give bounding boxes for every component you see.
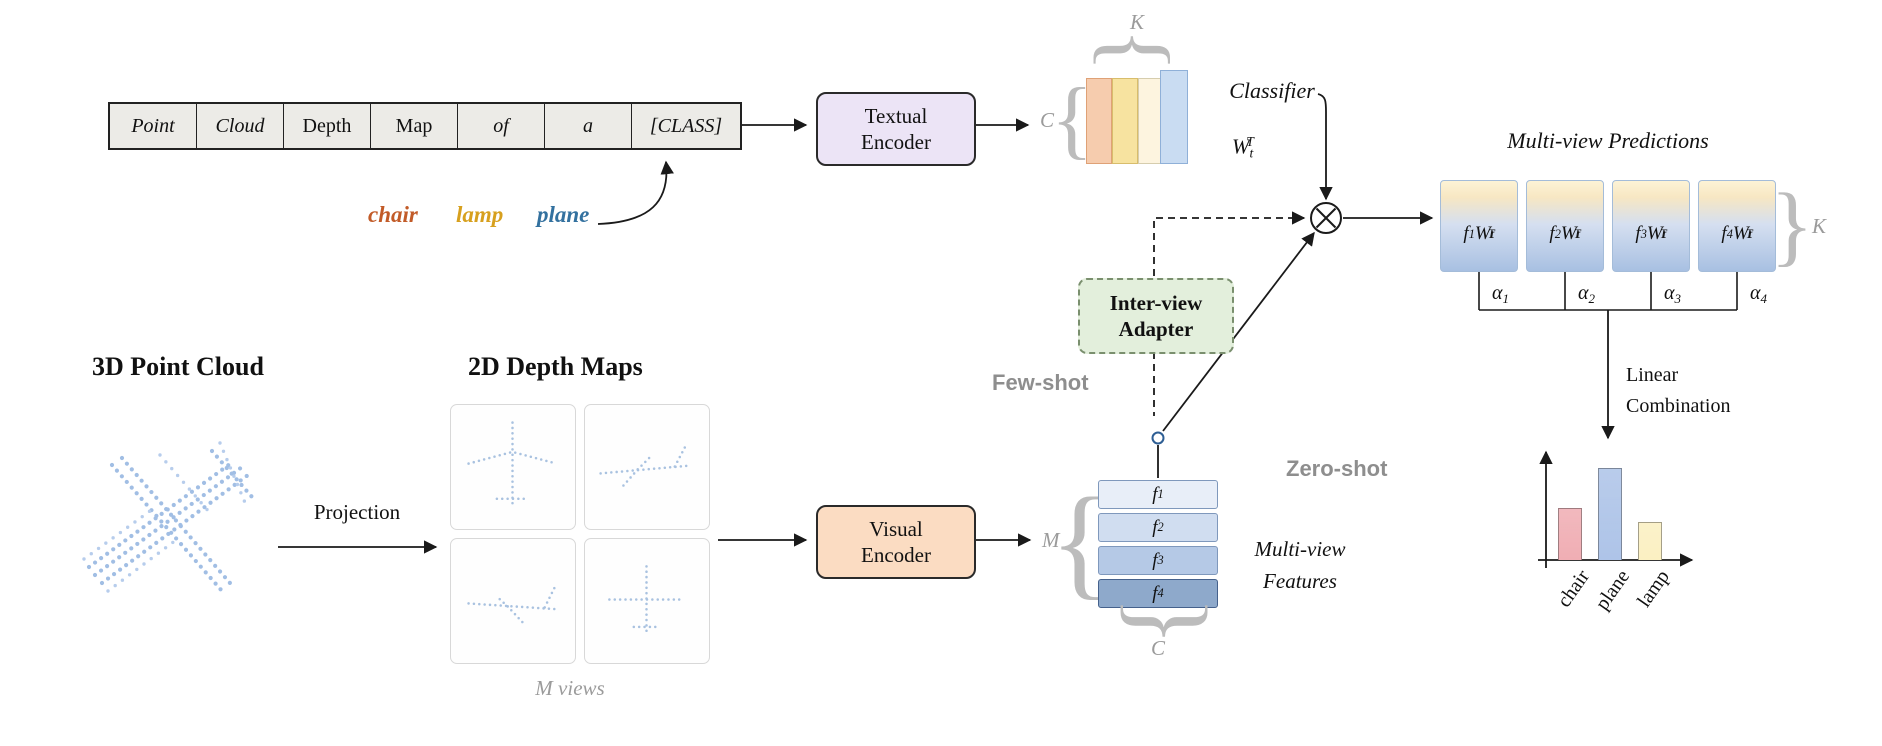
depth-map-cell: [450, 404, 576, 530]
arrow-adapter-to-product-dashed: [1153, 211, 1306, 276]
depth-map-cell: [584, 538, 710, 664]
prompt-token-cell: a: [545, 104, 632, 148]
alpha-weight-label: α4: [1750, 282, 1767, 306]
depth-map-plane-top-view-icon: [467, 421, 558, 508]
arrow-classword-to-class-slot: [597, 160, 674, 225]
classifier-weights-label: WtT: [1232, 134, 1254, 161]
text-feature-bar: [1086, 78, 1112, 164]
result-bar-lamp: [1638, 522, 1662, 560]
alpha-combination-lines: [1478, 272, 1738, 311]
projection-label: Projection: [313, 500, 401, 524]
depth-map-plane-top-view-icon: [608, 565, 685, 636]
depth-map-plane-side-view-icon: [467, 586, 560, 625]
tensor-product-icon: [1310, 202, 1342, 234]
prompt-class-slot-cell: [CLASS]: [632, 104, 740, 148]
alpha-weight-label: α1: [1492, 282, 1509, 306]
c-brace-left: {: [1050, 71, 1094, 168]
visual-encoder-box: Visual Encoder: [816, 505, 976, 579]
prompt-token-cell: Depth: [284, 104, 371, 148]
k-brace-right: }: [1770, 176, 1814, 275]
prompt-token-cell: Cloud: [197, 104, 284, 148]
interview-adapter-box: Inter-view Adapter: [1078, 278, 1234, 354]
prompt-token-cell: Map: [371, 104, 458, 148]
multiview-predictions-title: Multi-view Predictions: [1507, 128, 1709, 153]
arrow-zeroshot-to-product: [1162, 231, 1315, 432]
c-dim-label-features: C: [1150, 636, 1166, 660]
point-cloud-title: 3D Point Cloud: [92, 352, 264, 381]
textual-encoder-box: Textual Encoder: [816, 92, 976, 166]
text-feature-bars: [1086, 70, 1196, 170]
result-bar-plane: [1598, 468, 1622, 560]
depth-map-cell: [584, 404, 710, 530]
class-word-chair: chair: [368, 202, 418, 227]
prompt-token-cell: of: [458, 104, 545, 148]
depth-map-cell: [450, 538, 576, 664]
prompt-token-table: Point Cloud Depth Map of a [CLASS]: [108, 102, 742, 150]
zero-shot-label: Zero-shot: [1286, 456, 1388, 481]
class-word-plane: plane: [537, 202, 590, 227]
c-dim-label: C: [1040, 108, 1055, 132]
arrow-classifier-to-product: [1317, 93, 1333, 201]
result-bar-chart: [1550, 440, 1700, 560]
m-dim-label: M: [1042, 528, 1060, 552]
linear-combination-label: Linear Combination: [1626, 364, 1731, 417]
prompt-token-cell: Point: [110, 104, 197, 148]
k-dim-label: K: [1129, 10, 1145, 34]
classifier-label: Classifier: [1229, 78, 1315, 103]
alpha-weight-label: α2: [1578, 282, 1595, 306]
result-bar-chair: [1558, 508, 1582, 560]
switch-node-icon: [1151, 431, 1165, 445]
few-shot-label: Few-shot: [992, 370, 1089, 395]
text-feature-bar: [1160, 70, 1188, 164]
m-views-label: M views: [535, 676, 605, 700]
k-dim-label-predictions: K: [1812, 214, 1827, 238]
depth-map-plane-side-view-icon: [599, 444, 692, 489]
text-feature-bar: [1112, 78, 1138, 164]
alpha-weight-label: α3: [1664, 282, 1681, 306]
class-word-lamp: lamp: [456, 202, 504, 227]
point-cloud-figure: [82, 441, 255, 594]
multiview-features-caption: Multi-view Features: [1254, 537, 1346, 593]
depth-maps-title: 2D Depth Maps: [468, 352, 643, 381]
